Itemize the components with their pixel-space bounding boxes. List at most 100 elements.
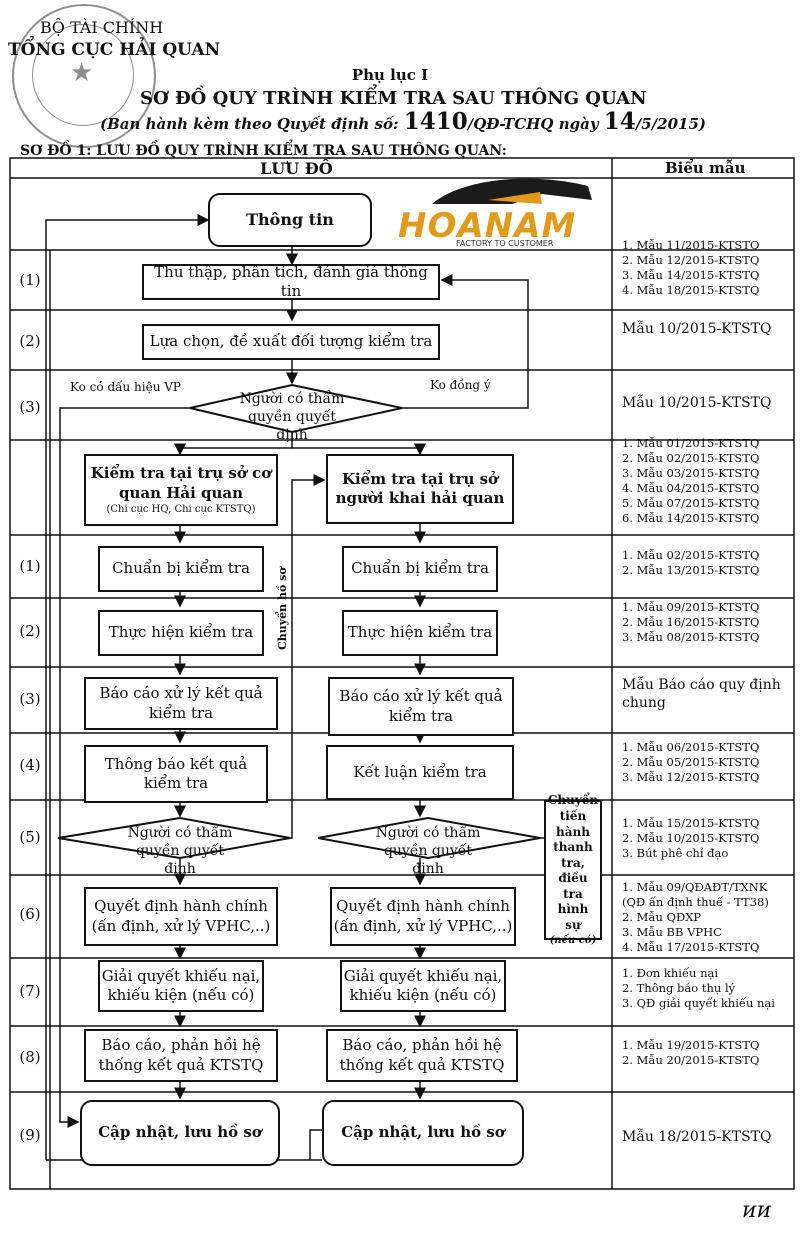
form-item: 1. Mẫu 02/2015-KTSTQ [622, 548, 760, 562]
form-item: 1. Mẫu 09/QĐAĐT/TXNK [622, 880, 768, 894]
node-select-target: Lựa chọn, đề xuất đối tượng kiểm tra [142, 324, 440, 360]
forms-row-complaint: 1. Đơn khiếu nại 2. Thông báo thụ lý 3. … [622, 966, 794, 1011]
column-header-flow: LƯU ĐỒ [260, 159, 333, 178]
transfer-note: (nếu có) [549, 934, 597, 946]
forms-row-prepare: 1. Mẫu 02/2015-KTSTQ 2. Mẫu 13/2015-KTST… [622, 548, 794, 578]
form-item: 6. Mẫu 14/2015-KTSTQ [622, 510, 760, 525]
node-admin-right: Quyết định hành chính (ấn định, xử lý VP… [330, 887, 516, 946]
form-item: Mẫu 10/2015-KTSTQ [622, 395, 772, 411]
node-complaint-left: Giải quyết khiếu nại, khiếu kiện (nếu có… [98, 960, 264, 1012]
section-title: SƠ ĐỒ 1: LƯU ĐỒ QUY TRÌNH KIỂM TRA SAU T… [20, 143, 507, 159]
form-item: 1. Đơn khiếu nại [622, 966, 719, 980]
row-number: (9) [19, 1126, 41, 1144]
form-item: 1. Mẫu 06/2015-KTSTQ [622, 740, 760, 754]
node-report-right: Báo cáo xử lý kết quả kiểm tra [328, 677, 514, 736]
column-header-forms: Biểu mẫu [665, 159, 746, 177]
node-report-left: Báo cáo xử lý kết quả kiểm tra [84, 677, 278, 730]
form-item: 3. QĐ giải quyết khiếu nại [622, 995, 775, 1010]
forms-row-3: Mẫu 10/2015-KTSTQ [622, 394, 794, 412]
watermark-brand: HOANAM [398, 206, 577, 246]
org-customs: TỔNG CỤC HẢI QUAN [8, 40, 221, 60]
form-item: 3. Mẫu BB VPHC [622, 924, 722, 939]
form-item: 2. Mẫu QĐXP [622, 909, 702, 924]
form-item: 3. Mẫu 12/2015-KTSTQ [622, 769, 760, 784]
check-office-note: (Chi cục HQ, Chi cục KTSTQ) [106, 504, 256, 515]
transfer-main: Chuyển tiến hành thanh tra, điều tra hìn… [547, 793, 599, 933]
form-item: 2. Mẫu 13/2015-KTSTQ [622, 562, 760, 577]
form-item: 2. Mẫu 12/2015-KTSTQ [622, 252, 760, 267]
form-item: 2. Mẫu 16/2015-KTSTQ [622, 614, 760, 629]
node-transfer-investigation: Chuyển tiến hành thanh tra, điều tra hìn… [544, 793, 602, 946]
seal-inner-ring [32, 24, 134, 126]
decision-day: 14 [603, 108, 636, 135]
row-number: (1) [19, 557, 41, 575]
node-perform-left: Thực hiện kiểm tra [98, 610, 264, 656]
decision-number: 1410 [403, 108, 468, 135]
document-title: SƠ ĐỒ QUY TRÌNH KIỂM TRA SAU THÔNG QUAN [140, 88, 647, 109]
row-number: (5) [19, 828, 41, 846]
watermark-tagline: FACTORY TO CUSTOMER [456, 239, 554, 248]
hoanam-logo [432, 178, 592, 204]
document-subtitle: (Ban hành kèm theo Quyết định số: 1410/Q… [100, 108, 706, 135]
forms-row-feedback: 1. Mẫu 19/2015-KTSTQ 2. Mẫu 20/2015-KTST… [622, 1038, 794, 1068]
node-info: Thông tin [208, 193, 372, 247]
form-item: 2. Mẫu 10/2015-KTSTQ [622, 830, 760, 845]
node-prepare-right: Chuẩn bị kiểm tra [342, 546, 498, 592]
subtitle-prefix: (Ban hành kèm theo Quyết định số: [100, 115, 404, 133]
form-item: 1. Mẫu 09/2015-KTSTQ [622, 600, 760, 614]
form-item: Mẫu Báo cáo quy định chung [622, 677, 781, 712]
check-office-title: Kiểm tra tại trụ sở cơ quan Hải quan [90, 464, 272, 502]
subtitle-suffix: /5/2015) [635, 115, 707, 133]
form-item: 2. Mẫu 05/2015-KTSTQ [622, 754, 760, 769]
form-item: 2. Mẫu 02/2015-KTSTQ [622, 450, 760, 465]
row-number: (1) [19, 271, 41, 289]
form-item: Mẫu 10/2015-KTSTQ [622, 321, 772, 337]
forms-row-2: Mẫu 10/2015-KTSTQ [622, 320, 794, 338]
forms-row-update: Mẫu 18/2015-KTSTQ [622, 1128, 794, 1146]
forms-row-split: 1. Mẫu 01/2015-KTSTQ 2. Mẫu 02/2015-KTST… [622, 436, 794, 526]
node-check-at-office: Kiểm tra tại trụ sở cơ quan Hải quan (Ch… [84, 454, 278, 526]
row-number: (7) [19, 982, 41, 1000]
row-number: (2) [19, 622, 41, 640]
node-collect-analyze: Thu thập, phân tích, đánh giá thông tin [142, 263, 440, 300]
form-item: 1. Mẫu 01/2015-KTSTQ [622, 436, 760, 450]
form-item: 4. Mẫu 04/2015-KTSTQ [622, 480, 760, 495]
node-check-at-declarant: Kiểm tra tại trụ sở người khai hải quan [326, 454, 514, 524]
node-complaint-right: Giải quyết khiếu nại, khiếu kiện (nếu có… [340, 960, 506, 1012]
row-number: (3) [19, 690, 41, 708]
initials-signature: ᴎᴎ [742, 1198, 772, 1223]
node-notify-left: Thông báo kết quả kiểm tra [84, 745, 268, 803]
forms-row-1: 1. Mẫu 11/2015-KTSTQ 2. Mẫu 12/2015-KTST… [622, 238, 794, 298]
form-item: 3. Bút phê chỉ đạo [622, 845, 729, 860]
row-number: (2) [19, 332, 41, 350]
row-number: (6) [19, 905, 41, 923]
decision-left: Người có thẩm quyền quyết định [127, 825, 233, 878]
node-admin-left: Quyết định hành chính (ấn định, xử lý VP… [84, 887, 278, 946]
label-transfer-file: Chuyển hồ sơ [276, 567, 289, 650]
subtitle-mid: /QĐ-TCHQ ngày [467, 115, 604, 133]
forms-row-report: Mẫu Báo cáo quy định chung [622, 676, 782, 712]
appendix-label: Phụ lục I [351, 66, 429, 84]
forms-row-decide: 1. Mẫu 15/2015-KTSTQ 2. Mẫu 10/2015-KTST… [622, 816, 794, 861]
row-number: (8) [19, 1048, 41, 1066]
node-update-right: Cập nhật, lưu hồ sơ [322, 1100, 524, 1166]
form-item: 3. Mẫu 08/2015-KTSTQ [622, 629, 760, 644]
form-item: 4. Mẫu 18/2015-KTSTQ [622, 282, 760, 297]
form-item: 2. Thông báo thụ lý [622, 980, 736, 995]
forms-row-notify: 1. Mẫu 06/2015-KTSTQ 2. Mẫu 05/2015-KTST… [622, 740, 794, 785]
node-feedback-right: Báo cáo, phản hồi hệ thống kết quả KTSTQ [326, 1029, 518, 1082]
form-item: 3. Mẫu 03/2015-KTSTQ [622, 465, 760, 480]
form-item: 3. Mẫu 14/2015-KTSTQ [622, 267, 760, 282]
form-item: (QĐ ấn định thuế - TT38) [622, 894, 769, 909]
form-item: Mẫu 18/2015-KTSTQ [622, 1129, 772, 1145]
decision-top: Người có thẩm quyền quyết định [239, 391, 345, 444]
forms-row-admin: 1. Mẫu 09/QĐAĐT/TXNK (QĐ ấn định thuế - … [622, 880, 794, 955]
node-perform-right: Thực hiện kiểm tra [342, 610, 498, 656]
node-conclude-right: Kết luận kiểm tra [326, 745, 514, 800]
org-ministry: BỘ TÀI CHÍNH [40, 18, 164, 37]
node-update-left: Cập nhật, lưu hồ sơ [80, 1100, 280, 1166]
row-number: (3) [19, 398, 41, 416]
seal-star-icon: ★ [70, 58, 94, 88]
node-prepare-left: Chuẩn bị kiểm tra [98, 546, 264, 592]
